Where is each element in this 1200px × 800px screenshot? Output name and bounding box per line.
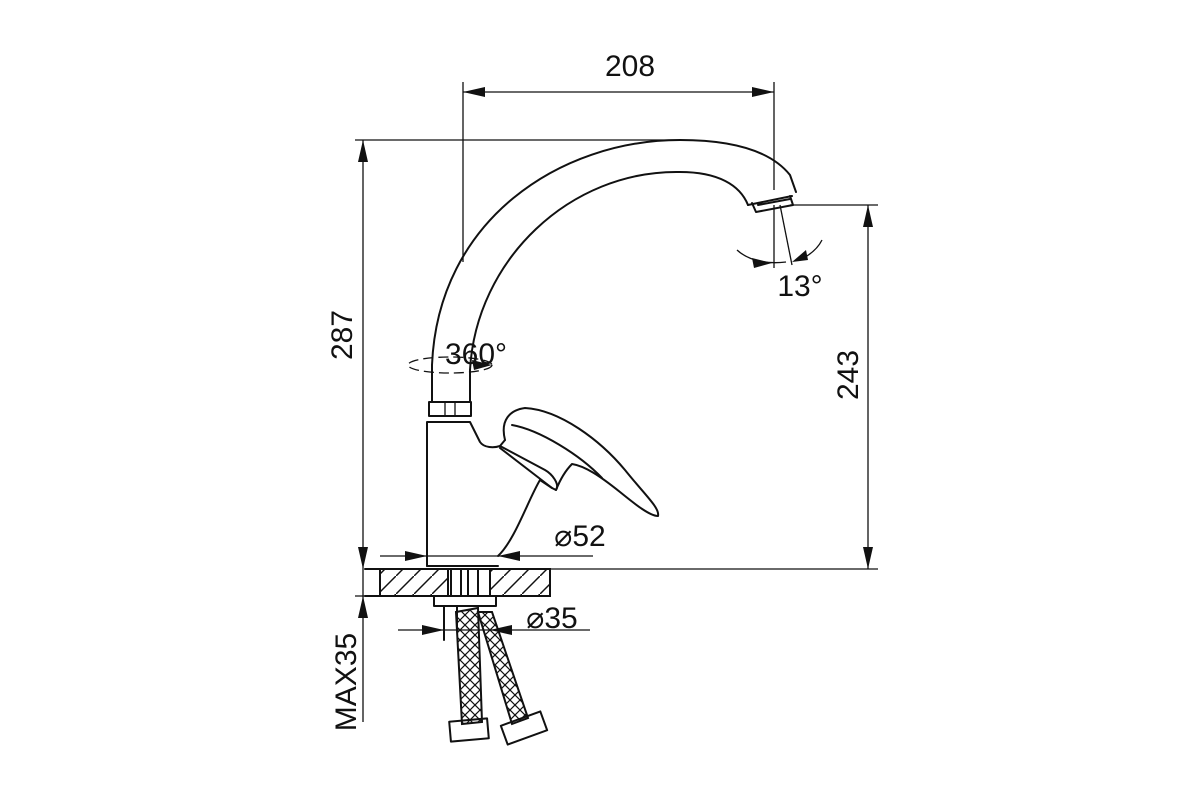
- total-height-label: 287: [326, 310, 359, 360]
- spout-inner-curve: [469, 170, 749, 371]
- max-deck-thickness-label: MAX35: [330, 633, 363, 731]
- spout-height-label: 243: [832, 350, 865, 400]
- faucet-body: [426, 421, 506, 567]
- dimension-max-deck: MAX35: [330, 569, 434, 731]
- spout-aerator: [747, 195, 794, 213]
- supply-hoses: [448, 606, 549, 746]
- faucet-outline: [426, 139, 797, 567]
- dimension-base-diameter: ⌀52: [380, 520, 606, 561]
- dimension-shank-diameter: ⌀35: [398, 602, 590, 635]
- shank-diameter-label: ⌀35: [526, 602, 577, 635]
- mounting-deck: [364, 568, 551, 597]
- lever-stem: [499, 445, 558, 491]
- hose-nut-right: [499, 710, 549, 746]
- swivel-ring: [428, 401, 472, 417]
- hose-nut-left: [448, 717, 490, 743]
- base-diameter-label: ⌀52: [554, 520, 605, 553]
- spout-reach-label: 208: [605, 50, 655, 83]
- spout-outer-curve: [431, 139, 797, 366]
- lever-handle-inner: [511, 424, 603, 479]
- dimension-swivel: 360°: [407, 338, 507, 374]
- body-flare: [497, 479, 553, 557]
- dimension-spout-reach: 208: [462, 50, 775, 262]
- spout-tilt-label: 13°: [777, 270, 822, 303]
- swivel-neck: [431, 364, 471, 403]
- dimension-spout-height: 243: [550, 204, 878, 570]
- lever-handle: [499, 407, 660, 517]
- dimension-spout-tilt: 13°: [736, 204, 823, 303]
- dimension-total-height: 287: [326, 139, 680, 569]
- swivel-angle-label: 360°: [445, 338, 507, 371]
